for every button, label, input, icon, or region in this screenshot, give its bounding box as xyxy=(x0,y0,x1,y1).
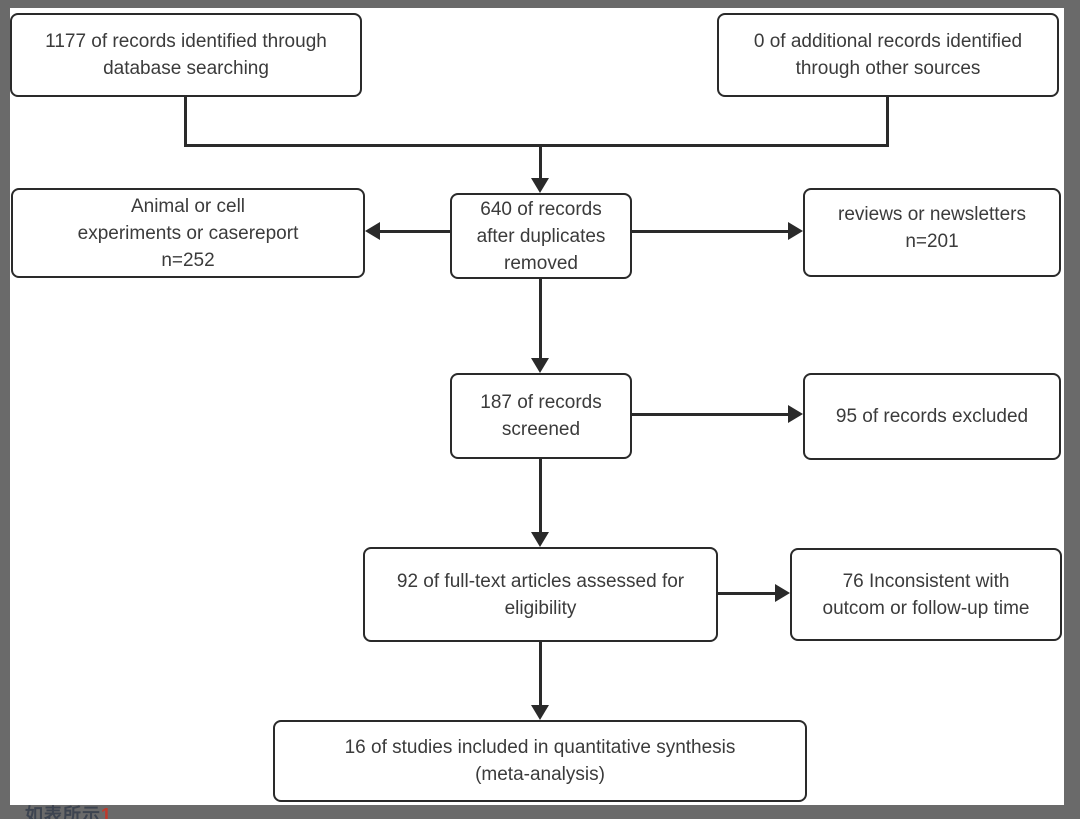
connector-screened-to-excluded xyxy=(632,413,789,416)
node-text-line: removed xyxy=(504,252,578,274)
connector-merge-to-duplicates xyxy=(539,147,542,180)
arrowhead-down-icon xyxy=(531,178,549,193)
connector-additional-down xyxy=(886,96,889,147)
node-text-line: 0 of additional records identified xyxy=(753,31,1023,52)
node-text-line: after duplicates xyxy=(476,225,606,247)
node-records-excluded: 95 of records excluded xyxy=(803,373,1061,460)
node-text-line: 16 of studies included in quantitative s… xyxy=(344,737,736,758)
connector-fulltext-to-inconsistent xyxy=(718,592,776,595)
node-studies-included: 16 of studies included in quantitative s… xyxy=(273,720,807,802)
clipped-caption: 如表所示1 xyxy=(25,803,112,819)
node-text-line: database searching xyxy=(103,58,269,79)
node-text-line: 95 of records excluded xyxy=(835,406,1029,427)
connector-fulltext-to-included xyxy=(539,642,542,707)
node-text-line: screened xyxy=(501,419,581,440)
node-text-line: 76 Inconsistent with xyxy=(842,570,1010,592)
arrowhead-right-icon xyxy=(788,222,803,240)
arrowhead-left-icon xyxy=(365,222,380,240)
connector-merge-horizontal xyxy=(184,144,889,147)
node-text-line: 640 of records xyxy=(480,198,602,220)
node-text-line: 1177 of records identified through xyxy=(45,31,327,52)
connector-screened-to-fulltext xyxy=(539,459,542,534)
arrowhead-right-icon xyxy=(775,584,790,602)
connector-duplicates-to-reviews xyxy=(632,230,789,233)
connector-duplicates-to-animal xyxy=(379,230,450,233)
arrowhead-down-icon xyxy=(531,358,549,373)
node-animal-excluded: Animal or cell experiments or casereport… xyxy=(11,188,365,278)
node-reviews-excluded: reviews or newsletters n=201 xyxy=(803,188,1061,277)
caption-text: 如表所示 xyxy=(25,805,101,819)
node-text-line: n=252 xyxy=(161,249,215,271)
node-additional-records: 0 of additional records identified throu… xyxy=(717,13,1059,97)
node-text-line: Animal or cell xyxy=(130,195,246,217)
arrowhead-right-icon xyxy=(788,405,803,423)
node-text-line: outcom or follow-up time xyxy=(822,597,1030,619)
arrowhead-down-icon xyxy=(531,532,549,547)
node-records-identified: 1177 of records identified through datab… xyxy=(10,13,362,97)
node-after-duplicates: 640 of records after duplicates removed xyxy=(450,193,632,279)
node-text-line: n=201 xyxy=(905,230,959,252)
node-fulltext-assessed: 92 of full-text articles assessed for el… xyxy=(363,547,718,642)
node-text-line: 187 of records xyxy=(480,392,602,413)
node-text-line: reviews or newsletters xyxy=(838,203,1026,225)
node-text-line: 92 of full-text articles assessed for xyxy=(396,570,685,592)
arrowhead-down-icon xyxy=(531,705,549,720)
node-text-line: through other sources xyxy=(795,58,981,79)
connector-identified-down xyxy=(184,96,187,147)
node-text-line: (meta-analysis) xyxy=(475,764,605,785)
node-records-screened: 187 of records screened xyxy=(450,373,632,459)
node-inconsistent-excluded: 76 Inconsistent with outcom or follow-up… xyxy=(790,548,1062,641)
caption-reference-number: 1 xyxy=(101,805,113,819)
node-text-line: experiments or casereport xyxy=(77,222,299,244)
connector-duplicates-to-screened xyxy=(539,279,542,360)
node-text-line: eligibility xyxy=(504,597,577,619)
